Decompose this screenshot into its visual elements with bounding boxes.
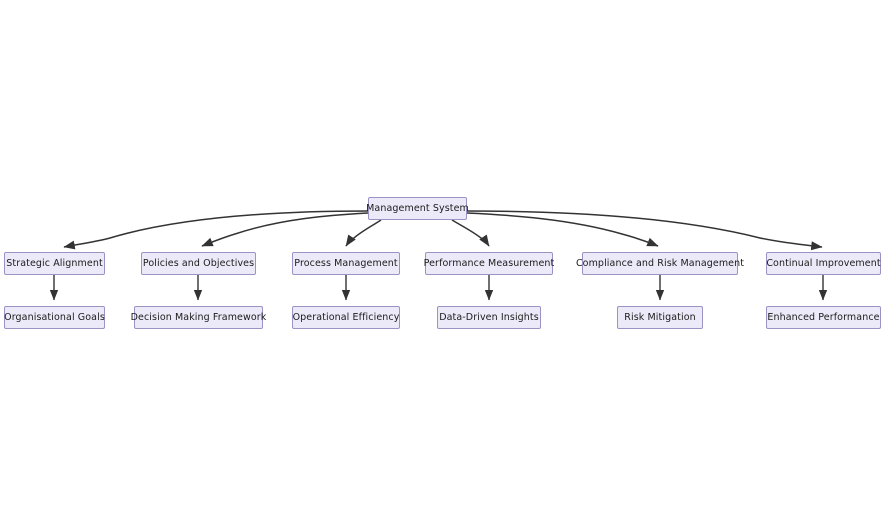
node-decision-making-framework[interactable]: Decision Making Framework bbox=[131, 306, 266, 329]
node-label: Risk Mitigation bbox=[624, 311, 696, 323]
node-label: Data-Driven Insights bbox=[439, 311, 539, 323]
node-organisational-goals[interactable]: Organisational Goals bbox=[4, 306, 105, 329]
node-label: Process Management bbox=[294, 257, 398, 269]
node-label: Management System bbox=[366, 202, 469, 214]
edge-root-to-process-management bbox=[345, 219, 382, 247]
node-policies-and-objectives[interactable]: Policies and Objectives bbox=[141, 252, 256, 275]
node-label: Continual Improvement bbox=[766, 257, 881, 269]
node-strategic-alignment[interactable]: Strategic Alignment bbox=[4, 252, 105, 275]
node-data-driven-insights[interactable]: Data-Driven Insights bbox=[437, 306, 541, 329]
edge-root-to-policies-and-objectives bbox=[201, 212, 369, 247]
edge-root-to-compliance-and-risk-management bbox=[466, 212, 659, 247]
node-label: Decision Making Framework bbox=[130, 311, 267, 323]
node-performance-measurement[interactable]: Performance Measurement bbox=[424, 252, 554, 275]
node-enhanced-performance[interactable]: Enhanced Performance bbox=[766, 306, 881, 329]
edge-root-to-strategic-alignment bbox=[63, 210, 369, 250]
edge-root-to-performance-measurement bbox=[451, 219, 490, 247]
node-label: Compliance and Risk Management bbox=[575, 257, 745, 269]
node-continual-improvement[interactable]: Continual Improvement bbox=[766, 252, 881, 275]
edge-root-to-continual-improvement bbox=[466, 210, 823, 251]
node-process-management[interactable]: Process Management bbox=[292, 252, 400, 275]
node-risk-mitigation[interactable]: Risk Mitigation bbox=[617, 306, 703, 329]
node-label: Organisational Goals bbox=[4, 311, 105, 323]
node-label: Operational Efficiency bbox=[292, 311, 400, 323]
node-management-system[interactable]: Management System bbox=[366, 197, 469, 220]
node-label: Performance Measurement bbox=[423, 257, 555, 269]
node-label: Enhanced Performance bbox=[767, 311, 880, 323]
node-label: Strategic Alignment bbox=[6, 257, 103, 269]
node-operational-efficiency[interactable]: Operational Efficiency bbox=[292, 306, 400, 329]
node-compliance-and-risk-management[interactable]: Compliance and Risk Management bbox=[576, 252, 744, 275]
node-label: Policies and Objectives bbox=[142, 257, 255, 269]
